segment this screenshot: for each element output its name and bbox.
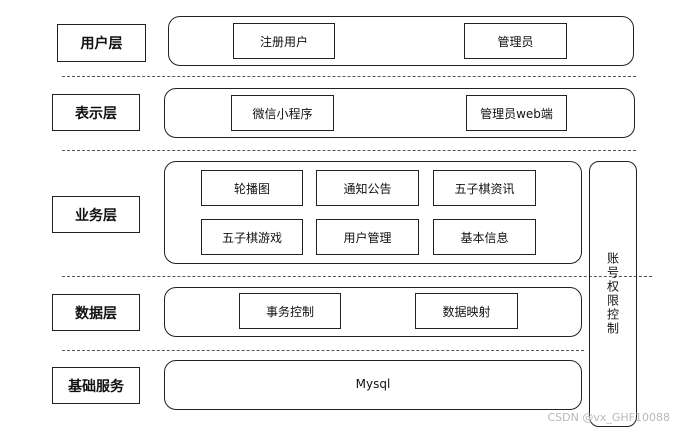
admin-box: 管理员	[464, 23, 567, 59]
user-layer-label: 用户层	[57, 24, 146, 62]
user-management-box: 用户管理	[316, 219, 419, 255]
presentation-layer-label: 表示层	[52, 94, 140, 131]
data-layer-label: 数据层	[52, 294, 140, 331]
infrastructure-layer-container	[164, 360, 582, 410]
gomoku-game-box: 五子棋游戏	[201, 219, 303, 255]
carousel-box: 轮播图	[201, 170, 303, 206]
basic-info-box: 基本信息	[433, 219, 536, 255]
divider-line-2	[62, 150, 636, 151]
divider-line-3	[62, 276, 652, 277]
registered-user-box: 注册用户	[233, 23, 335, 59]
account-permission-panel: 账号权限控制	[589, 161, 637, 427]
watermark: CSDN @vx_GHF10088	[547, 411, 671, 424]
transaction-control-box: 事务控制	[239, 293, 341, 329]
business-layer-label: 业务层	[52, 196, 140, 233]
data-mapping-box: 数据映射	[415, 293, 518, 329]
announcement-box: 通知公告	[316, 170, 419, 206]
admin-web-box: 管理员web端	[466, 95, 567, 131]
wechat-miniprogram-box: 微信小程序	[231, 95, 334, 131]
account-permission-label: 账号权限控制	[605, 252, 620, 336]
infrastructure-layer-label: 基础服务	[52, 367, 140, 404]
data-layer-container	[164, 287, 582, 337]
gomoku-news-box: 五子棋资讯	[433, 170, 536, 206]
divider-line-4	[62, 350, 584, 351]
divider-line-1	[62, 76, 636, 77]
mysql-label: Mysql	[355, 377, 391, 391]
